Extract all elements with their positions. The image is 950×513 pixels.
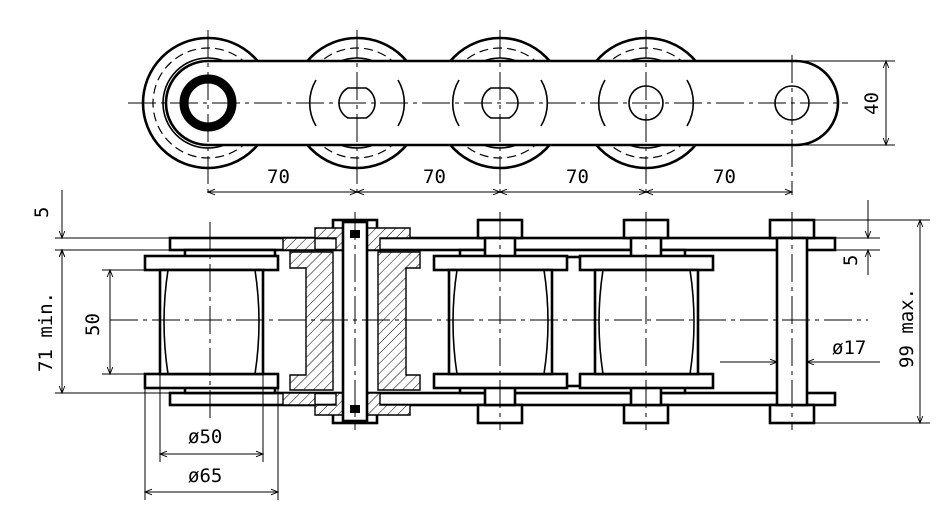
- total-width-label: 99 max.: [896, 288, 918, 368]
- pin-diameter-label: ø17: [832, 337, 866, 359]
- plate-height-label: 40: [861, 92, 883, 115]
- pitch-label-3: 70: [566, 166, 589, 188]
- inner-width-label: 71 min.: [35, 292, 57, 372]
- plate-thickness-top-label: 5: [31, 207, 53, 218]
- top-view: 70 70 70 70 40: [128, 30, 895, 196]
- sectioned-roller: [282, 220, 421, 423]
- side-view: 5 71 min. 50 ø50 ø65 5: [31, 190, 930, 500]
- bottom-dimensions: ø50 ø65: [143, 374, 280, 500]
- flanged-rollers: [143, 254, 715, 390]
- pitch-label-1: 70: [267, 166, 290, 188]
- plate-height-dimension: 40: [796, 59, 895, 147]
- right-dimensions: 5 99 max. ø17: [720, 200, 930, 425]
- pitch-label-2: 70: [423, 166, 446, 188]
- left-dimensions: 5 71 min. 50: [31, 190, 170, 395]
- pitch-dimensions: 70 70 70 70: [206, 166, 794, 196]
- roller-length-label: 50: [82, 313, 104, 336]
- plate-thickness-right-label: 5: [840, 255, 862, 266]
- flange-diameter-label: ø65: [188, 465, 222, 487]
- notched-pin-holes: [338, 87, 519, 119]
- roller-diameter-label: ø50: [188, 426, 222, 448]
- pitch-label-4: 70: [713, 166, 736, 188]
